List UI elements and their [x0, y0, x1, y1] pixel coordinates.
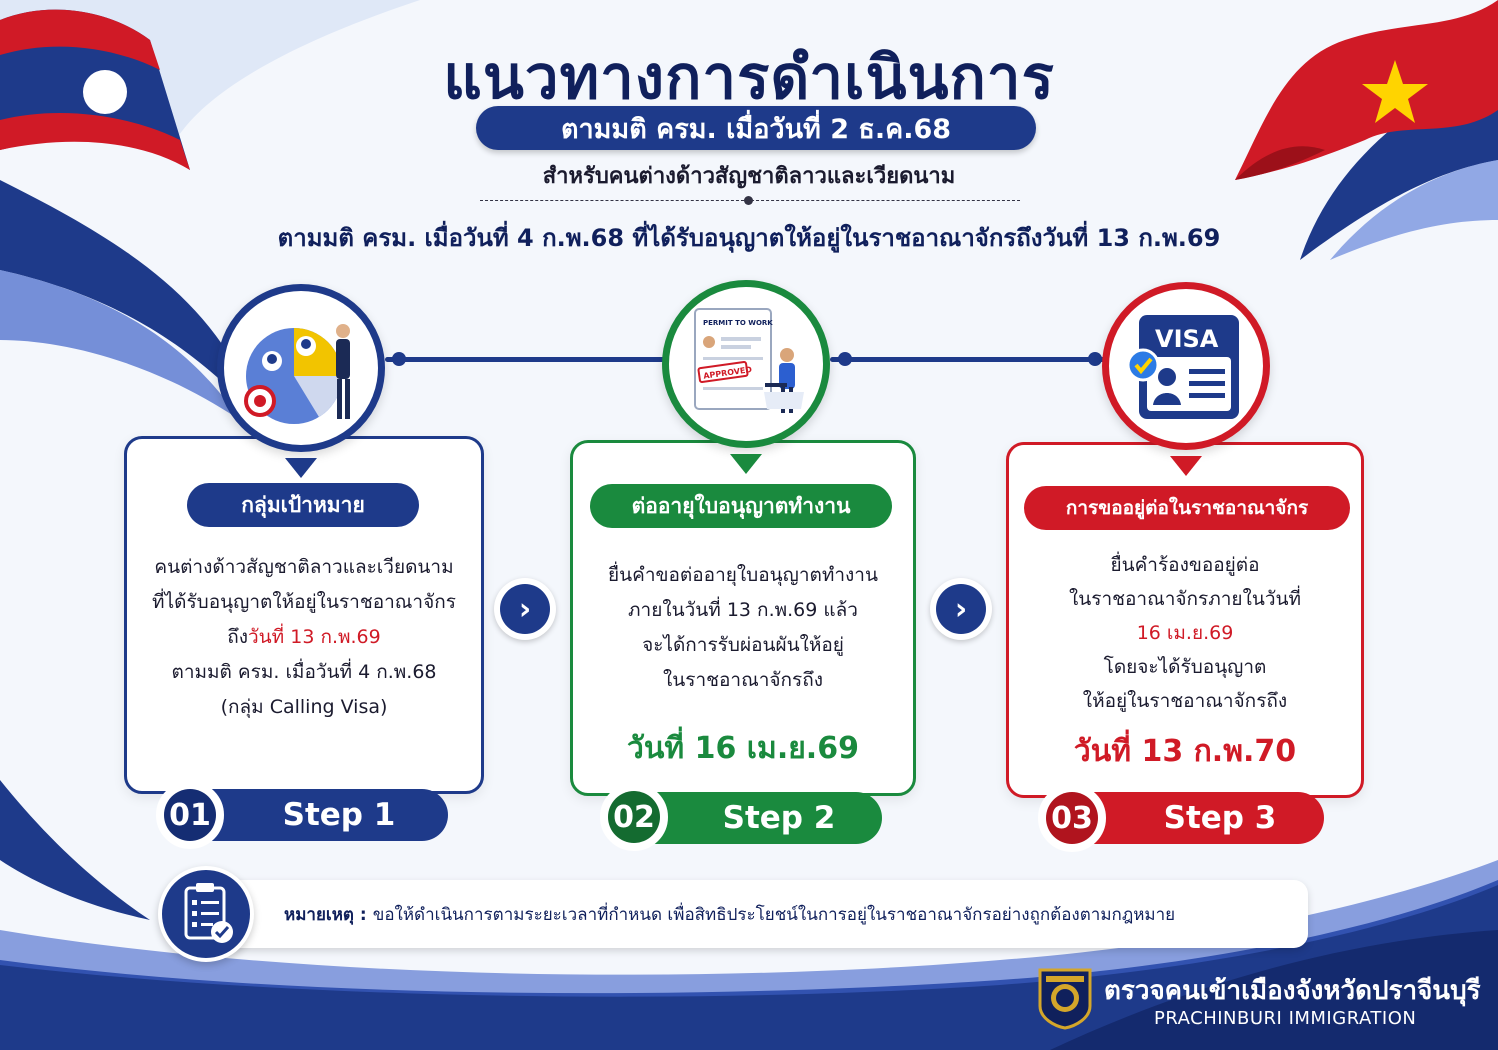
step-2-circle: PERMIT TO WORK APPROVED: [662, 280, 830, 448]
step-2-bar: Step 2: [626, 792, 882, 844]
chevron-right-icon: ›: [936, 584, 986, 634]
note-text: ขอให้ดำเนินการตามระยะเวลาที่กำหนด เพื่อส…: [372, 904, 1176, 925]
step-1-number: 01: [156, 781, 224, 849]
step-3-line-4: โดยจะได้รับอนุญาต: [1103, 656, 1267, 678]
step-3-circle: VISA: [1102, 282, 1270, 450]
connector-line-1: [385, 357, 670, 362]
connector-dot-1: [392, 352, 406, 366]
step-2-date: วันที่ 16 เม.ย.69: [627, 731, 859, 766]
org-name-thai: ตรวจคนเข้าเมืองจังหวัดปราจีนบุรี: [1104, 976, 1481, 1006]
step-1-deadline: วันที่ 13 ก.พ.69: [248, 626, 381, 648]
vietnam-flag-icon: [1235, 0, 1498, 180]
connector-dot-2: [838, 352, 852, 366]
step-2-line-4: ในราชอาณาจักรถึง: [662, 669, 824, 691]
checklist-icon: [158, 866, 254, 962]
step-1-line-5: (กลุ่ม Calling Visa): [220, 696, 388, 718]
immigration-badge-icon: [1038, 968, 1092, 1030]
step-1-line-3: ถึงวันที่ 13 ก.พ.69: [227, 626, 381, 648]
resolution-pill: ตามมติ ครม. เมื่อวันที่ 2 ธ.ค.68: [476, 106, 1036, 150]
step-1-bar: Step 1: [180, 789, 448, 841]
org-name-english: PRACHINBURI IMMIGRATION: [1154, 1008, 1417, 1029]
step-3-description: ยื่นคำร้องขออยู่ต่อ ในราชอาณาจักรภายในวั…: [1012, 548, 1358, 718]
next-arrow-1: ›: [494, 578, 556, 640]
step-2-line-1: ยื่นคำขอต่ออายุใบอนุญาตทำงาน: [608, 564, 878, 586]
visa-icon: VISA: [1126, 315, 1239, 419]
step-2-line-3: จะได้การรับผ่อนผันให้อยู่: [642, 634, 844, 656]
step-3-bar: Step 3: [1066, 792, 1324, 844]
chevron-right-icon: ›: [500, 584, 550, 634]
step-2-title-pill: ต่ออายุใบอนุญาตทำงาน: [590, 484, 892, 528]
step-1-description: คนต่างด้าวสัญชาติลาวและเวียดนาม ที่ได้รั…: [130, 550, 478, 725]
next-arrow-2: ›: [930, 578, 992, 640]
work-permit-icon: PERMIT TO WORK APPROVED: [694, 308, 804, 413]
step-3-line-1: ยื่นคำร้องขออยู่ต่อ: [1110, 554, 1260, 576]
step-2-description: ยื่นคำขอต่ออายุใบอนุญาตทำงาน ภายในวันที่…: [576, 558, 910, 698]
target-group-icon: [244, 324, 350, 424]
step-2-pointer: [730, 454, 762, 474]
step-3-number: 03: [1038, 784, 1106, 852]
step-3-date: วันที่ 13 ก.พ.70: [1073, 734, 1297, 769]
resolution-subtitle: ตามมติ ครม. เมื่อวันที่ 4 ก.พ.68 ที่ได้ร…: [277, 224, 1221, 252]
step-1-pointer: [285, 458, 317, 478]
step-3-deadline: 16 เม.ย.69: [1136, 622, 1234, 644]
note-box: หมายเหตุ : ขอให้ดำเนินการตามระยะเวลาที่ก…: [200, 880, 1308, 948]
separator-dot: [744, 196, 753, 205]
step-3-line-2: ในราชอาณาจักรภายในวันที่: [1068, 588, 1302, 610]
step-2-number: 02: [600, 783, 668, 851]
nationality-subtitle: สำหรับคนต่างด้าวสัญชาติลาวและเวียดนาม: [542, 164, 956, 189]
step-1-line-1: คนต่างด้าวสัญชาติลาวและเวียดนาม: [154, 556, 454, 578]
step-1-line-4: ตามมติ ครม. เมื่อวันที่ 4 ก.พ.68: [171, 661, 437, 683]
connector-line-2: [830, 357, 1105, 362]
svg-text:VISA: VISA: [1155, 325, 1219, 353]
step-1-card: [124, 436, 484, 794]
step-1-circle: [217, 284, 385, 452]
step-1-title-pill: กลุ่มเป้าหมาย: [187, 483, 419, 527]
step-3-pointer: [1170, 456, 1202, 476]
step-1-line-2: ที่ได้รับอนุญาตให้อยู่ในราชอาณาจักร: [152, 591, 456, 613]
note-label: หมายเหตุ :: [284, 904, 367, 925]
connector-dot-3: [1088, 352, 1102, 366]
laos-flag-icon: [0, 9, 190, 170]
page-title: แนวทางการดำเนินการ: [443, 43, 1055, 113]
step-3-line-5: ให้อยู่ในราชอาณาจักรถึง: [1082, 690, 1288, 712]
step-2-line-2: ภายในวันที่ 13 ก.พ.69 แล้ว: [628, 599, 858, 621]
step-3-title-pill: การขออยู่ต่อในราชอาณาจักร: [1024, 486, 1350, 530]
svg-text:PERMIT TO WORK: PERMIT TO WORK: [703, 319, 773, 327]
